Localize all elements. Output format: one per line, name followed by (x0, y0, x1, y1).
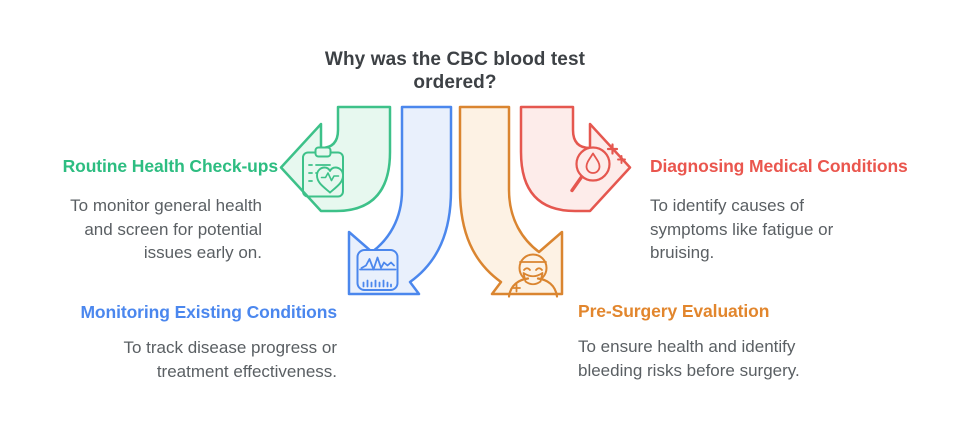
body-line: and screen for potential (84, 219, 262, 239)
body-line: To monitor general health (70, 196, 262, 215)
routine-heading: Routine Health Check-ups (62, 156, 279, 176)
monitoring-body: To track disease progress or treatment e… (30, 336, 337, 383)
routine-body: To monitor general health and screen for… (10, 194, 278, 265)
section-diagnosing-conditions: Diagnosing Medical Conditions To identif… (650, 156, 950, 265)
title-line-2: ordered? (413, 72, 497, 93)
body-line: issues early on. (143, 243, 262, 262)
section-presurgery-evaluation: Pre-Surgery Evaluation To ensure health … (578, 301, 888, 382)
diagnosing-arrow (519, 105, 632, 213)
section-monitoring-conditions: Monitoring Existing Conditions To track … (30, 302, 337, 383)
vitals-monitor-icon (356, 249, 399, 291)
presurgery-arrow (458, 105, 564, 298)
page-title: Why was the CBC blood test ordered? (255, 48, 655, 94)
presurgery-body: To ensure health and identify bleeding r… (578, 335, 888, 382)
body-line: To identify causes of (650, 196, 805, 215)
title-line-1: Why was the CBC blood test (324, 49, 586, 70)
presurgery-heading: Pre-Surgery Evaluation (578, 301, 770, 321)
monitoring-arrow (347, 105, 453, 296)
clipboard-heart-icon (302, 146, 344, 198)
body-line: bleeding risks before surgery. (578, 360, 800, 380)
body-line: bruising. (650, 243, 715, 262)
routine-arrow (279, 105, 392, 213)
section-routine-health: Routine Health Check-ups To monitor gene… (10, 156, 279, 265)
body-line: treatment effectiveness. (156, 361, 337, 381)
diagnosing-body: To identify causes of symptoms like fati… (650, 194, 950, 265)
diagnosing-heading: Diagnosing Medical Conditions (650, 156, 908, 176)
body-line: symptoms like fatigue or (650, 219, 834, 239)
body-line: To track disease progress or (123, 338, 337, 357)
surgeon-icon (507, 253, 559, 298)
blood-drop-magnifier-icon (570, 143, 626, 193)
body-line: To ensure health and identify (578, 337, 796, 356)
monitoring-heading: Monitoring Existing Conditions (80, 302, 337, 322)
